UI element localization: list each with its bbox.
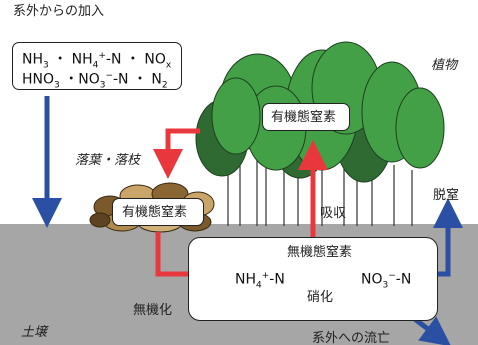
nh4-tail: -N ・ NO [105,51,166,68]
external-input-box: NH3 ・ NH4+-N ・ NOx HNO3 ・NO3−-N ・ N2 [12,42,182,90]
plants-label: 植物 [431,58,458,73]
organic-n-litter-box: 有機態窒素 [112,198,204,226]
denitrification-label: 脱窒 [433,188,460,203]
nh4-node-base: NH [235,271,256,288]
mineralization-label: 無機化 [133,303,173,318]
no3-node: NO3−-N [361,268,411,293]
nh3-sub: 3 [43,60,49,71]
inorganic-n-box: 無機態窒素 NH4+-N NO3−-N 硝化 [188,237,438,321]
no3-node-base: NO [361,271,383,288]
hno3-base: HNO [22,71,55,88]
hno3-sub: 3 [54,80,60,91]
litter-label: 落葉・落枝 [75,153,141,168]
nh4-node-tail: -N [269,271,285,288]
nh4-node-sub: 4 [256,280,262,291]
line2-sep: ・NO [59,71,100,88]
external-input-label: 系外からの加入 [13,4,105,19]
nh4-sup: + [98,51,106,61]
external-species-line2: HNO3 ・NO3−-N ・ N2 [22,68,168,93]
soil-label: 土壌 [21,325,48,340]
litterfall-arrow [153,128,200,179]
organic-n-plants-label: 有機態窒素 [271,110,337,125]
line1-sep: ・ [48,51,72,68]
nox-sub: x [165,60,172,71]
nitrification-label: 硝化 [307,290,334,305]
no3-node-tail: -N [395,271,412,288]
nh3-base: NH [22,51,43,68]
outflow-label: 系外への流亡 [312,331,391,345]
inorganic-n-label: 無機態窒素 [287,245,353,260]
no3-sup: − [105,71,113,81]
n2-sub: 2 [161,80,168,91]
nh4-base: NH [71,51,93,68]
nh4-node-sup: + [261,271,270,281]
organic-n-plants-box: 有機態窒素 [262,103,350,131]
external-species-line1: NH3 ・ NH4+-N ・ NOx [22,48,171,73]
nh4-node: NH4+-N [235,268,285,293]
no3-node-sub: 3 [382,280,389,291]
no3-tail: -N ・ N [113,71,162,88]
nh4-sub: 4 [92,60,99,71]
no3-sub: 3 [99,80,106,91]
no3-node-sup: − [388,271,396,281]
organic-n-litter-label: 有機態窒素 [122,205,188,220]
absorption-label: 吸収 [320,206,347,221]
